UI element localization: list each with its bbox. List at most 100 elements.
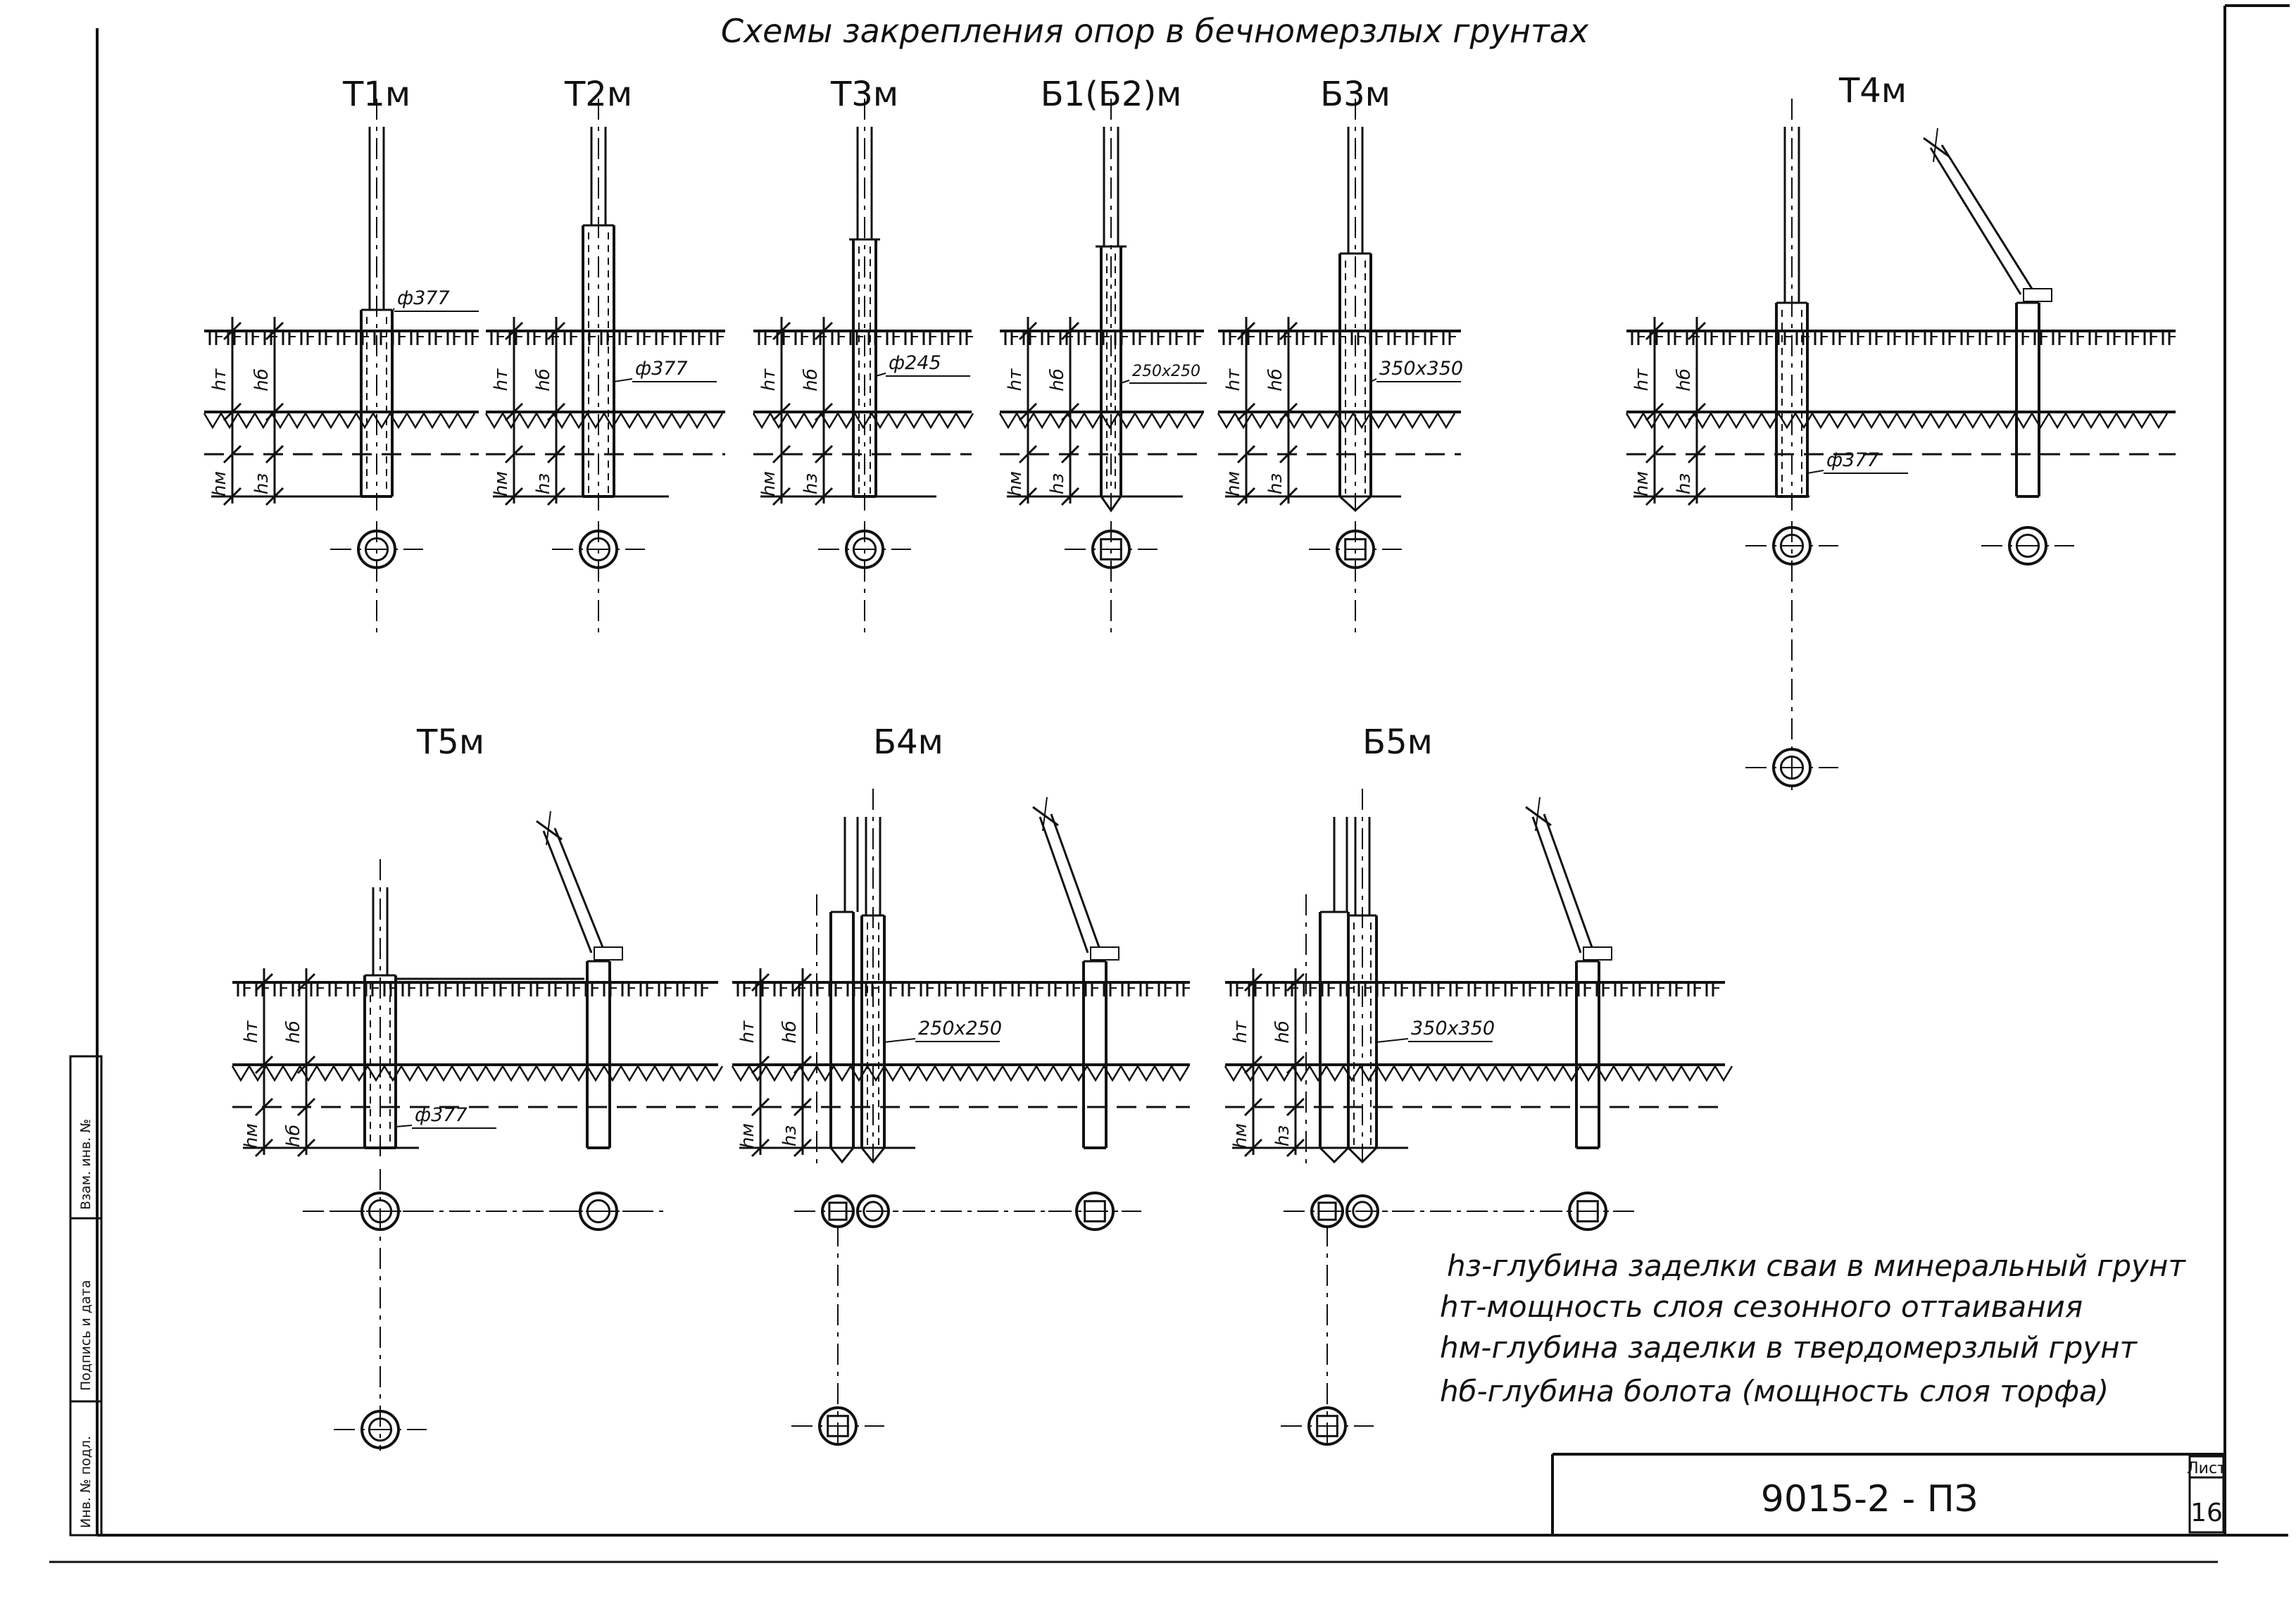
- size-label: ф377: [415, 1104, 468, 1126]
- ground-section: [1224, 981, 1733, 1108]
- hm-label: hм: [241, 1123, 262, 1149]
- support-post: [1775, 99, 1809, 511]
- size-label: ф245: [889, 352, 941, 374]
- hb-label: hб: [779, 1020, 801, 1044]
- side-stamp-sign: Подпись и дата: [78, 1280, 94, 1391]
- plan-symbol: [829, 1194, 917, 1228]
- legend-hm: hм-глубина заделки в твердомерзлый грунт: [1440, 1330, 2138, 1365]
- plan-symbol: [334, 1410, 427, 1449]
- scheme-label: Б5м: [1362, 723, 1433, 762]
- support-post: [360, 99, 394, 511]
- hm-label: hм: [1631, 471, 1652, 496]
- hb-label: hб: [1047, 368, 1068, 392]
- hm-label: hм: [1230, 1123, 1251, 1149]
- ground-section: [484, 330, 725, 456]
- hb-label: hб: [283, 1020, 304, 1044]
- side-stamp-replace: Взам. инв. №: [78, 1119, 94, 1210]
- double-column: [829, 817, 859, 1164]
- inclined-strut: [1032, 796, 1119, 1149]
- scheme-label: Б4м: [873, 723, 943, 762]
- hb-label: hб: [1272, 1020, 1293, 1044]
- depth-dimensions: hт hм hб hз: [758, 317, 936, 506]
- ht-label: hт: [758, 368, 779, 391]
- plan-symbol: [1065, 530, 1158, 569]
- hb-label: hб: [801, 368, 822, 392]
- hz-label: hз: [533, 473, 554, 494]
- plan-symbol: [334, 1192, 427, 1231]
- depth-dimensions: hт hм hб hз: [1223, 317, 1401, 506]
- support-post: [582, 99, 615, 511]
- ht-label: hт: [1005, 368, 1026, 391]
- size-label: ф377: [1826, 449, 1879, 471]
- size-label: ф377: [635, 358, 688, 380]
- depth-dimensions: hт hм hб hз: [737, 968, 915, 1158]
- plan-symbol: [1281, 1406, 1374, 1446]
- size-label: ф377: [397, 287, 450, 309]
- hm-label: hм: [737, 1123, 758, 1149]
- hz-label: hз: [779, 1125, 801, 1146]
- plan-symbol: [1981, 526, 2074, 565]
- ht-label: hт: [1230, 1020, 1251, 1043]
- ht-label: hт: [1631, 368, 1652, 391]
- legend: hз-глубина заделки сваи в минеральный гр…: [1440, 1249, 2186, 1408]
- double-column: [1319, 817, 1350, 1164]
- size-callout: 350x350: [1370, 358, 1463, 382]
- support-post: [852, 99, 877, 511]
- scheme-label: Т4м: [1838, 71, 1907, 111]
- ht-label: hт: [737, 1020, 758, 1043]
- size-callout: ф377: [391, 287, 479, 312]
- legend-hz: hз-глубина заделки сваи в минеральный гр…: [1447, 1249, 2186, 1283]
- side-stamp-inv: Инв. № подл.: [78, 1436, 94, 1528]
- inclined-strut: [1525, 796, 1612, 1149]
- support-post: [1338, 99, 1372, 513]
- plan-symbol: [552, 1192, 645, 1231]
- hm-label: hм: [1223, 471, 1244, 496]
- legend-hb: hб-глубина болота (мощность слоя торфа): [1440, 1374, 2109, 1408]
- ground-section: [203, 330, 479, 456]
- hm-label: hм: [758, 471, 779, 496]
- size-callout: 350x350: [1376, 1018, 1495, 1043]
- scheme-label: Т5м: [416, 723, 484, 762]
- sheet-number: 16: [2190, 1499, 2223, 1527]
- size-callout: 250x250: [1120, 363, 1207, 384]
- hz-label: hз: [801, 473, 822, 494]
- hb-label: hб: [1265, 368, 1286, 392]
- drawing-frame: [49, 4, 2290, 1563]
- size-label: 350x350: [1379, 358, 1463, 380]
- size-callout: ф245: [875, 352, 970, 377]
- hb-label: hб: [1674, 368, 1695, 392]
- size-callout: ф377: [395, 1104, 496, 1129]
- ht-label: hт: [241, 1020, 262, 1043]
- plan-symbol: [1745, 748, 1838, 787]
- hz-label: hз: [1047, 473, 1068, 494]
- support-post: [363, 859, 397, 1162]
- plan-symbol: [1319, 1194, 1406, 1228]
- hm-label: hм: [1005, 471, 1026, 496]
- ground-section: [1625, 330, 2176, 456]
- support-schemes: Т1мhтhмhбhзф377Т2мhтhмhбhзф377Т3мhтhмhбh…: [203, 71, 2176, 1451]
- plan-symbol: [818, 530, 911, 569]
- ground-section: [752, 330, 974, 456]
- plan-symbol: [330, 530, 423, 569]
- hz-label: hз: [1265, 473, 1286, 494]
- hb-label: hб: [533, 368, 554, 392]
- size-label: 250x250: [1132, 363, 1200, 380]
- ht-label: hт: [1223, 368, 1244, 391]
- support-post: [1347, 789, 1378, 1164]
- support-post: [1100, 99, 1122, 513]
- plan-symbol: [1745, 526, 1838, 565]
- sheet-label: Лист: [2187, 1460, 2226, 1477]
- hm-label: hм: [491, 471, 512, 496]
- size-callout: ф377: [613, 358, 717, 382]
